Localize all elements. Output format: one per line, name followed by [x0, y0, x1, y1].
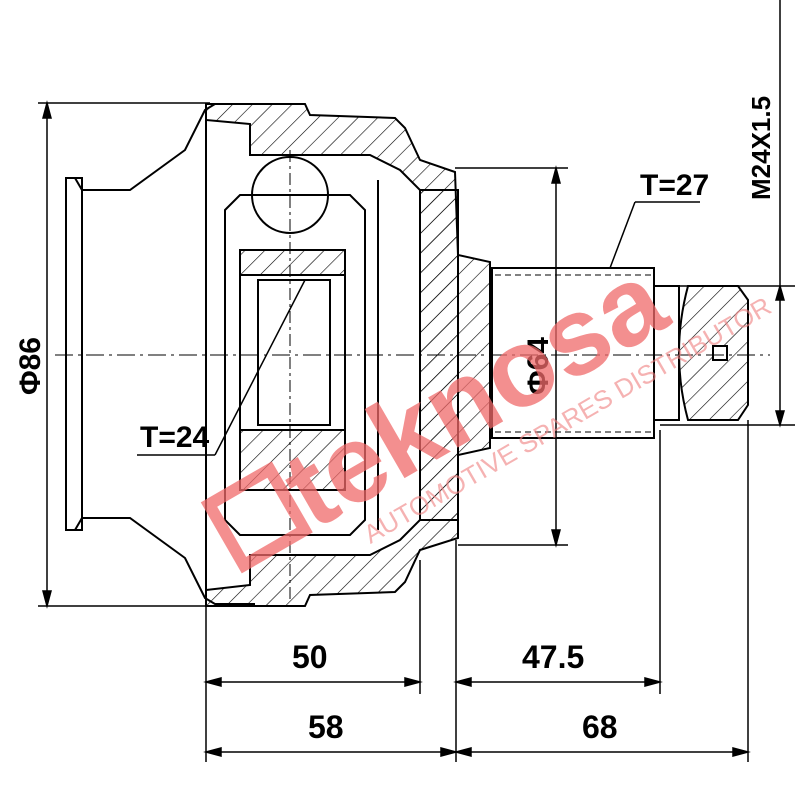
label-outer-diameter: Φ86	[14, 337, 47, 395]
label-length-body-inner: 50	[292, 639, 328, 675]
label-length-shaft-inner: 47.5	[522, 639, 584, 675]
label-outer-spline: T=27	[640, 169, 709, 202]
watermark-logo-icon	[200, 461, 313, 574]
label-inner-spline: T=24	[140, 421, 210, 454]
label-thread: M24X1.5	[746, 96, 776, 200]
label-shaft-diameter: Φ64	[522, 337, 555, 395]
dim-bottom	[203, 420, 751, 762]
dim-shaft-diameter	[455, 165, 568, 548]
dim-outer-diameter	[38, 100, 210, 609]
shaft	[491, 267, 749, 439]
leader-outer-spline	[609, 201, 700, 269]
label-length-body: 58	[308, 709, 344, 745]
dim-thread	[660, 0, 795, 428]
label-length-shaft: 68	[582, 709, 618, 745]
leader-inner-spline	[137, 279, 306, 456]
